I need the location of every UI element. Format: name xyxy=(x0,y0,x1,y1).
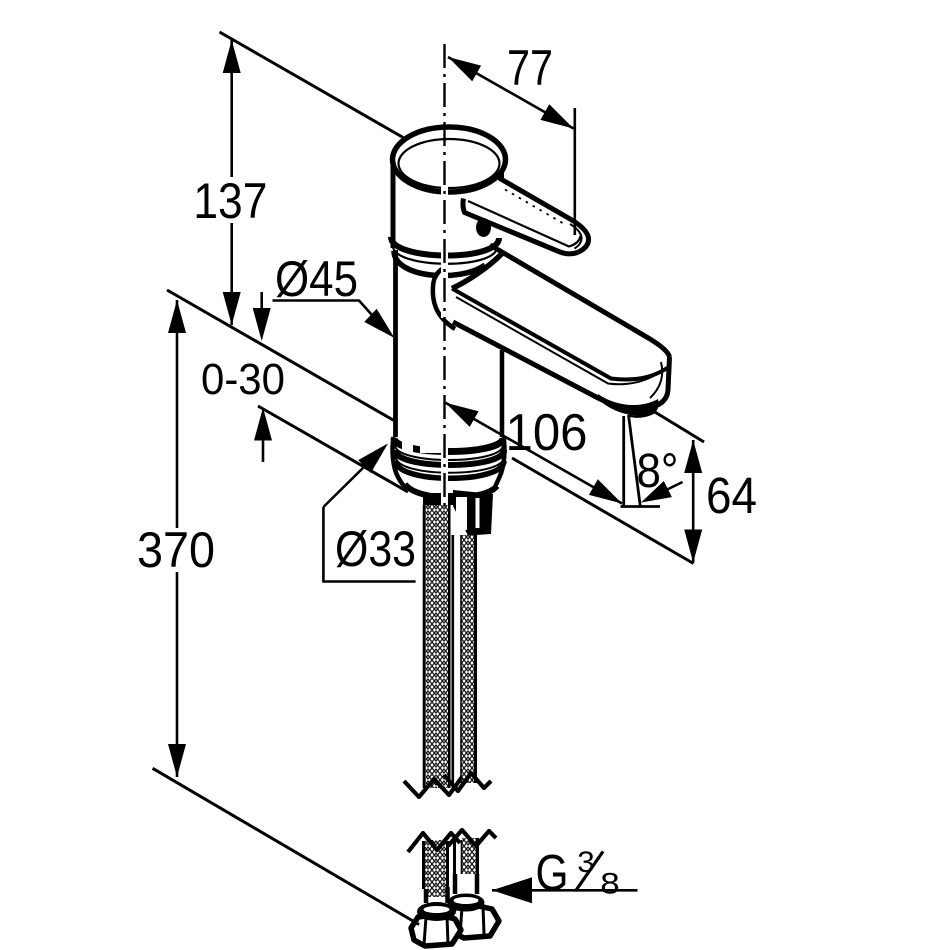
svg-text:106: 106 xyxy=(506,404,588,462)
svg-text:64: 64 xyxy=(706,467,757,524)
svg-text:8: 8 xyxy=(600,867,620,900)
svg-text:77: 77 xyxy=(507,40,553,96)
svg-text:370: 370 xyxy=(137,522,215,578)
svg-text:G: G xyxy=(536,844,569,901)
svg-text:8°: 8° xyxy=(637,445,679,498)
svg-text:Ø33: Ø33 xyxy=(335,521,416,577)
svg-text:0-30: 0-30 xyxy=(201,355,285,404)
svg-text:Ø45: Ø45 xyxy=(275,251,358,307)
svg-text:137: 137 xyxy=(193,173,267,229)
